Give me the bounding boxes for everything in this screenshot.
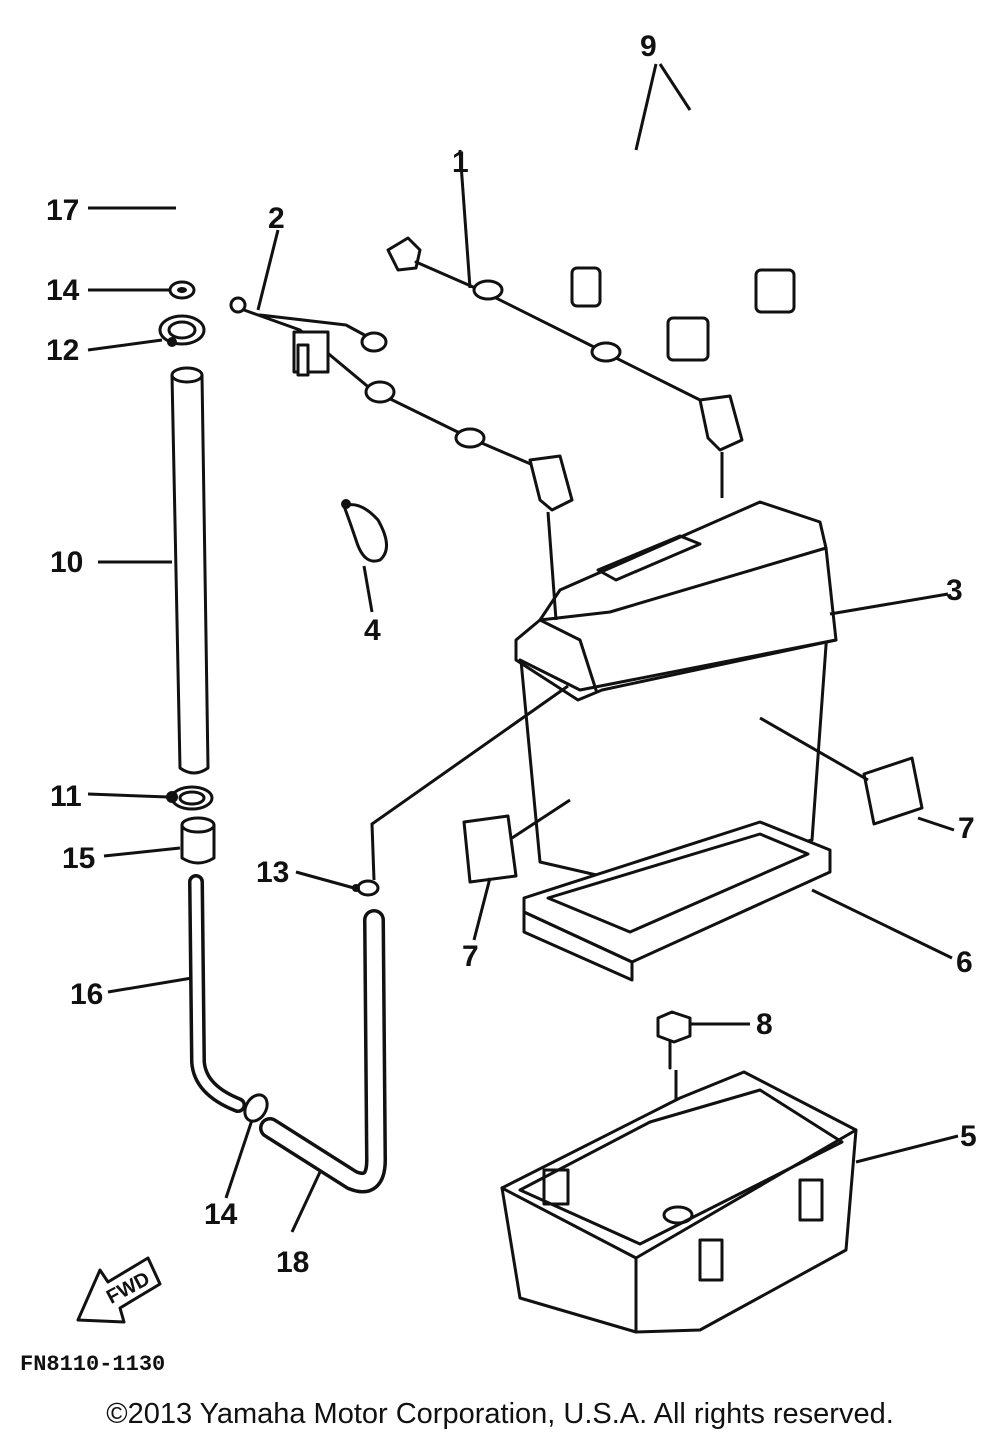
part-14-clip-top	[168, 280, 196, 300]
callout-numbers: 1 2 3 4 5 6 7 7 8 9 10 11 12 13 14 14 15…	[46, 30, 977, 1279]
part-9-straps	[570, 97, 796, 362]
callout-18: 18	[276, 1246, 309, 1279]
callout-3: 3	[946, 574, 963, 607]
callout-14-top: 14	[46, 274, 80, 307]
parts-diagram: FWD 1 2 3 4 5 6 7 7 8	[20, 30, 977, 1377]
callout-12: 12	[46, 334, 79, 367]
part-16-lower-pipe	[188, 874, 246, 1113]
callout-10: 10	[50, 546, 83, 579]
part-14-clip-lower	[243, 1093, 269, 1123]
part-13-fitting	[352, 879, 380, 897]
callout-7-right: 7	[958, 812, 975, 845]
part-15-joint	[180, 816, 216, 865]
fwd-arrow-icon: FWD	[76, 1256, 162, 1324]
part-12-clamp	[158, 314, 206, 347]
callout-13: 13	[256, 856, 289, 889]
callout-8: 8	[756, 1008, 773, 1041]
part-17-breather-pipe	[174, 104, 222, 279]
part-11-clamp	[166, 785, 214, 811]
callout-2: 2	[268, 202, 285, 235]
part-7-pad-right	[862, 756, 924, 826]
part-7-pad-left	[462, 814, 518, 884]
callout-16: 16	[70, 978, 103, 1011]
part-4-band	[341, 499, 388, 563]
callout-11: 11	[50, 780, 82, 813]
copyright-notice: ©2013 Yamaha Motor Corporation, U.S.A. A…	[106, 1398, 894, 1430]
part-18-drain-pipe	[259, 909, 387, 1194]
callout-1: 1	[452, 146, 469, 179]
callout-14-bottom: 14	[204, 1198, 238, 1231]
part-2-negative-cable	[229, 296, 574, 512]
callout-5: 5	[960, 1120, 977, 1153]
part-3-battery	[514, 500, 838, 886]
callout-4: 4	[364, 614, 381, 647]
callout-7-left: 7	[462, 940, 479, 973]
callout-17: 17	[46, 194, 79, 227]
callout-6: 6	[956, 946, 973, 979]
part-10-long-pipe	[170, 366, 210, 775]
part-5-battery-box	[500, 1070, 858, 1334]
figure-code: FN8110-1130	[20, 1352, 165, 1377]
part-6-mat	[522, 820, 832, 982]
part-1-positive-cable	[386, 236, 744, 498]
leader-lines	[87, 63, 959, 1233]
callout-15: 15	[62, 842, 95, 875]
callout-9: 9	[640, 30, 657, 63]
